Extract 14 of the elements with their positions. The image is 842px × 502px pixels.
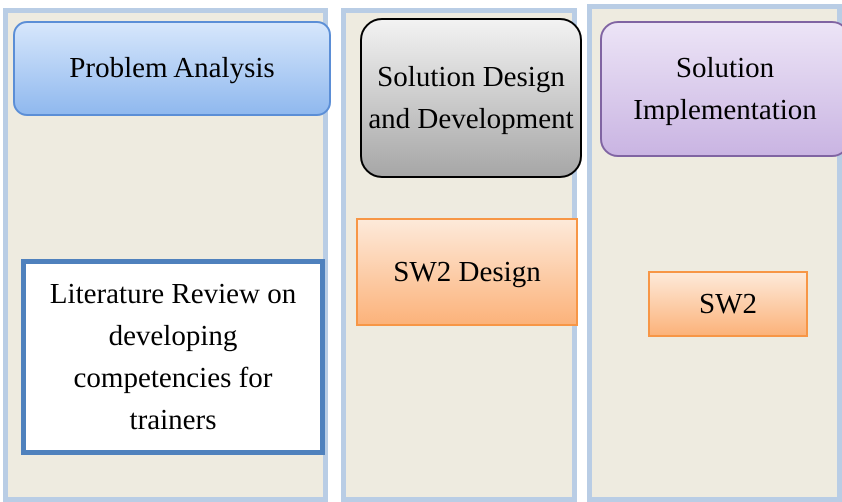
node-label: Solution Design and Development [368,60,574,137]
node-label: Problem Analysis [69,51,275,86]
column-panel [587,4,842,502]
activity-box [21,259,325,455]
phase-header [13,21,331,116]
node-label: Solution Implementation [632,50,818,128]
column-panel [3,8,328,502]
phase-header [600,21,842,157]
output-box [356,218,578,326]
output-box [648,271,808,337]
phase-header [360,18,582,178]
node-label: SW2 Design [393,254,541,290]
node-label: SW2 [699,286,757,322]
node-label: Literature Review on developing competencies for trainers [48,276,298,438]
